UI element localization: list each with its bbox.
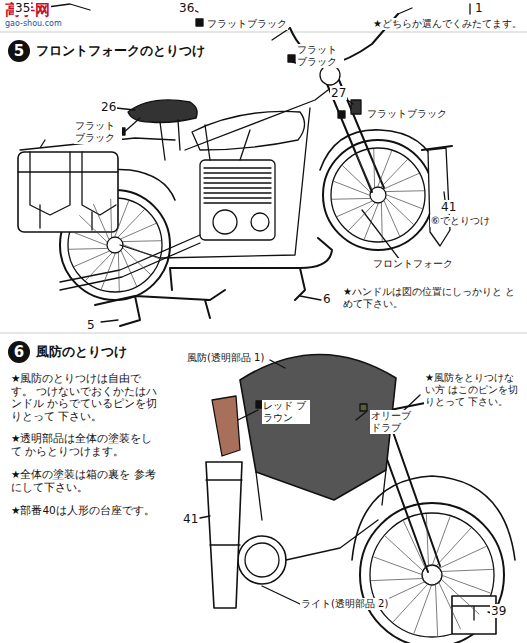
wheel-spoke [80,216,107,242]
callout-label: フラット ブラック [296,44,344,68]
wheel-spoke [334,181,369,195]
wheel-spoke [349,203,375,230]
paint-chip [196,19,203,26]
callout-label: 41 [440,200,457,214]
callout-label: レッド ブラウン [262,400,310,424]
wheel-spoke [438,581,460,629]
wheel-spoke [118,253,120,290]
wheel-spoke [364,204,378,239]
wheel-spoke [343,166,370,192]
callout-label: ⑥でとりつけ [430,215,491,227]
wheel-spoke [435,583,437,635]
callout-label: ★どちらか選んでくみたてます。 [372,18,523,30]
callout-label: 36 [178,1,195,15]
callout-label: 1 [474,1,484,15]
wheel-spoke [384,174,418,189]
separator [0,31,527,32]
cooling-fin [204,187,271,188]
wheel-spoke [121,251,136,285]
wheel-spoke [404,521,426,569]
wheel-spoke [414,584,432,633]
wheel-spoke [118,210,144,237]
step-number: 5 [8,40,30,62]
callout-label: 35 [14,1,31,15]
callout-label: ★風防のとりつけは自由です。 つけないでおくかたはハンドル からでているピンを切… [10,372,164,422]
wheel-spoke [332,198,369,200]
step-title: フロントフォークのとりつけ [36,42,205,60]
wheel-spoke [357,154,372,188]
callout-label: フラット ブラック [74,120,122,144]
callout-label: 27 [330,86,347,100]
wheel-spoke [337,201,371,216]
wheel-spoke [373,149,375,186]
wheel-spoke [386,190,423,192]
wheel-spoke [381,160,407,187]
wheel-spoke [86,253,112,280]
callout-label: フロントフォーク [372,258,454,270]
cooling-fin [204,182,271,183]
wheel-spoke [386,198,413,224]
separator [0,332,527,333]
wheel-spoke [440,578,479,614]
wheel-spoke [384,201,399,235]
step-title: 風防のとりつけ [36,343,127,361]
step-heading: 5 フロントフォークのとりつけ [8,40,205,62]
wheel-spoke [387,195,422,209]
wheel-spoke [441,575,490,593]
wheel-spoke [74,251,108,266]
step-number: 6 [8,341,30,363]
callout-label: ライト(透明部品 2) [300,598,389,610]
callout-label: ★部番40は人形の台座です。 [10,504,164,517]
wheel-spoke [371,578,423,580]
wheel-spoke [374,557,423,575]
callout-label: 26 [100,100,117,114]
callout-label: ★風防をとりつけない方 はこのピンを切りとって 下さい。 [424,372,524,408]
step-heading: 6 風防のとりつけ [8,341,127,363]
wheel-spoke [115,201,129,236]
wheel-spoke [381,203,383,240]
wheel-spoke [124,245,159,259]
wheel-spoke [435,528,471,567]
cooling-fin [204,177,271,178]
callout-label: 風防(透明部品 1) [186,352,265,364]
wheel-spoke [101,254,115,289]
wheel-spoke [393,583,429,622]
wheel-spoke [426,514,428,566]
cooling-fin [204,167,271,168]
cooling-fin [204,202,271,203]
callout-label: ★透明部品は全体の塗装をして からとりつけます。 [10,432,164,457]
watermark: gao-shou.com [4,19,63,29]
wheel-spoke [94,204,109,238]
wheel-spoke [121,224,155,239]
wheel-spoke [438,547,486,569]
callout-label: 41 [182,512,199,526]
wheel-spoke [123,240,160,242]
cooling-fin [204,192,271,193]
cooling-fin [204,172,271,173]
callout-label: 5 [86,318,96,332]
callout-label: フラットブラック [206,18,288,30]
wheel-spoke [110,199,112,236]
callout-label: 39 [490,604,507,618]
callout-label: ★全体の塗装は箱の裏を 参考にして下さい。 [10,468,164,493]
wheel-spoke [378,151,392,186]
callout-label: フラットブラック [366,108,448,120]
wheel-spoke [432,517,450,566]
wheel-spoke [71,231,106,245]
step5-bike [18,8,452,326]
wheel-spoke [123,248,150,274]
callout-label: オリーブ ドラブ [370,410,418,434]
callout-label: ★ハンドルは図の位置にしっかりと とめて下さい。 [342,286,522,310]
cooling-fin [204,197,271,198]
leader-line [469,4,470,14]
callout-label: 6 [322,292,332,306]
wheel-spoke [385,536,424,572]
wheel-spoke [440,569,492,571]
wheel-spoke [69,248,106,250]
